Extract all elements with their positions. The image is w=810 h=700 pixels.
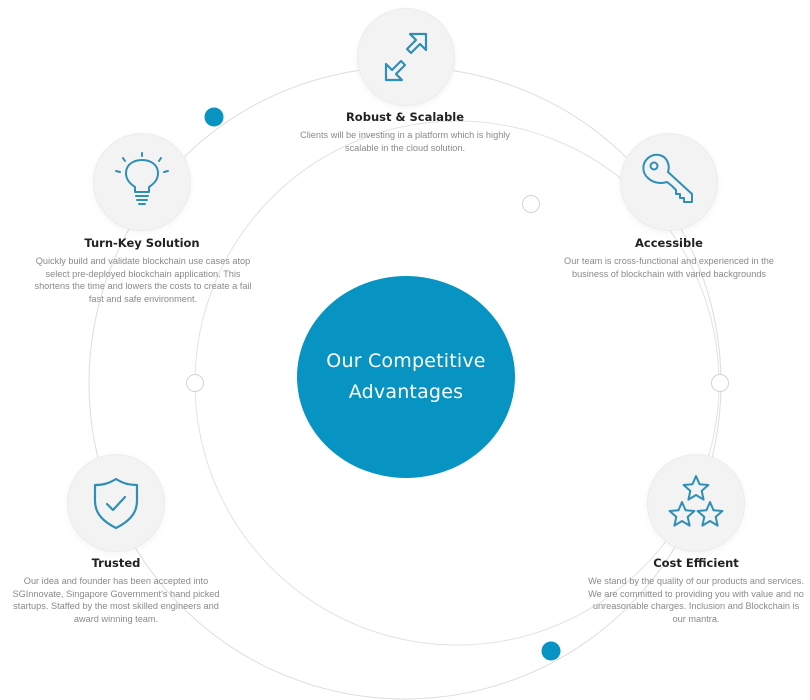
robust-scalable-title: Robust & Scalable bbox=[345, 110, 465, 124]
accessible-description: Our team is cross-functional and experie… bbox=[564, 256, 774, 279]
center-title: Our Competitive Advantages bbox=[326, 346, 485, 408]
center-title-circle: Our Competitive Advantages bbox=[297, 276, 515, 478]
accessible-title: Accessible bbox=[635, 236, 703, 250]
turn-key-title: Turn-Key Solution bbox=[84, 236, 200, 250]
trusted-description: Our idea and founder has been accepted i… bbox=[12, 576, 220, 624]
cost-efficient-icon-circle bbox=[648, 455, 744, 551]
orbit-dot-hollow bbox=[522, 195, 540, 213]
cost-efficient-title: Cost Efficient bbox=[653, 556, 739, 570]
key-icon bbox=[642, 153, 693, 203]
orbit-dot-hollow bbox=[711, 374, 729, 392]
expand-arrows-icon bbox=[384, 32, 428, 82]
orbit-dot-filled bbox=[204, 107, 224, 127]
robust-scalable-icon-circle bbox=[358, 9, 454, 105]
cost-efficient-description: We stand by the quality of our products … bbox=[588, 576, 804, 624]
trusted-title: Trusted bbox=[91, 556, 141, 570]
trusted-icon-circle bbox=[68, 455, 164, 551]
stars-icon bbox=[668, 475, 724, 527]
lightbulb-icon bbox=[115, 152, 169, 205]
center-title-line2: Advantages bbox=[348, 381, 464, 403]
accessible-icon-circle bbox=[621, 134, 717, 230]
orbit-dot-filled bbox=[541, 641, 561, 661]
orbit-dot-hollow bbox=[186, 374, 204, 392]
shield-check-icon bbox=[93, 477, 139, 530]
robust-scalable-description: Clients will be investing in a platform … bbox=[300, 130, 510, 153]
turn-key-icon-circle bbox=[94, 134, 190, 230]
center-title-line1: Our Competitive bbox=[326, 350, 486, 372]
turn-key-description: Quickly build and validate blockchain us… bbox=[34, 256, 252, 304]
